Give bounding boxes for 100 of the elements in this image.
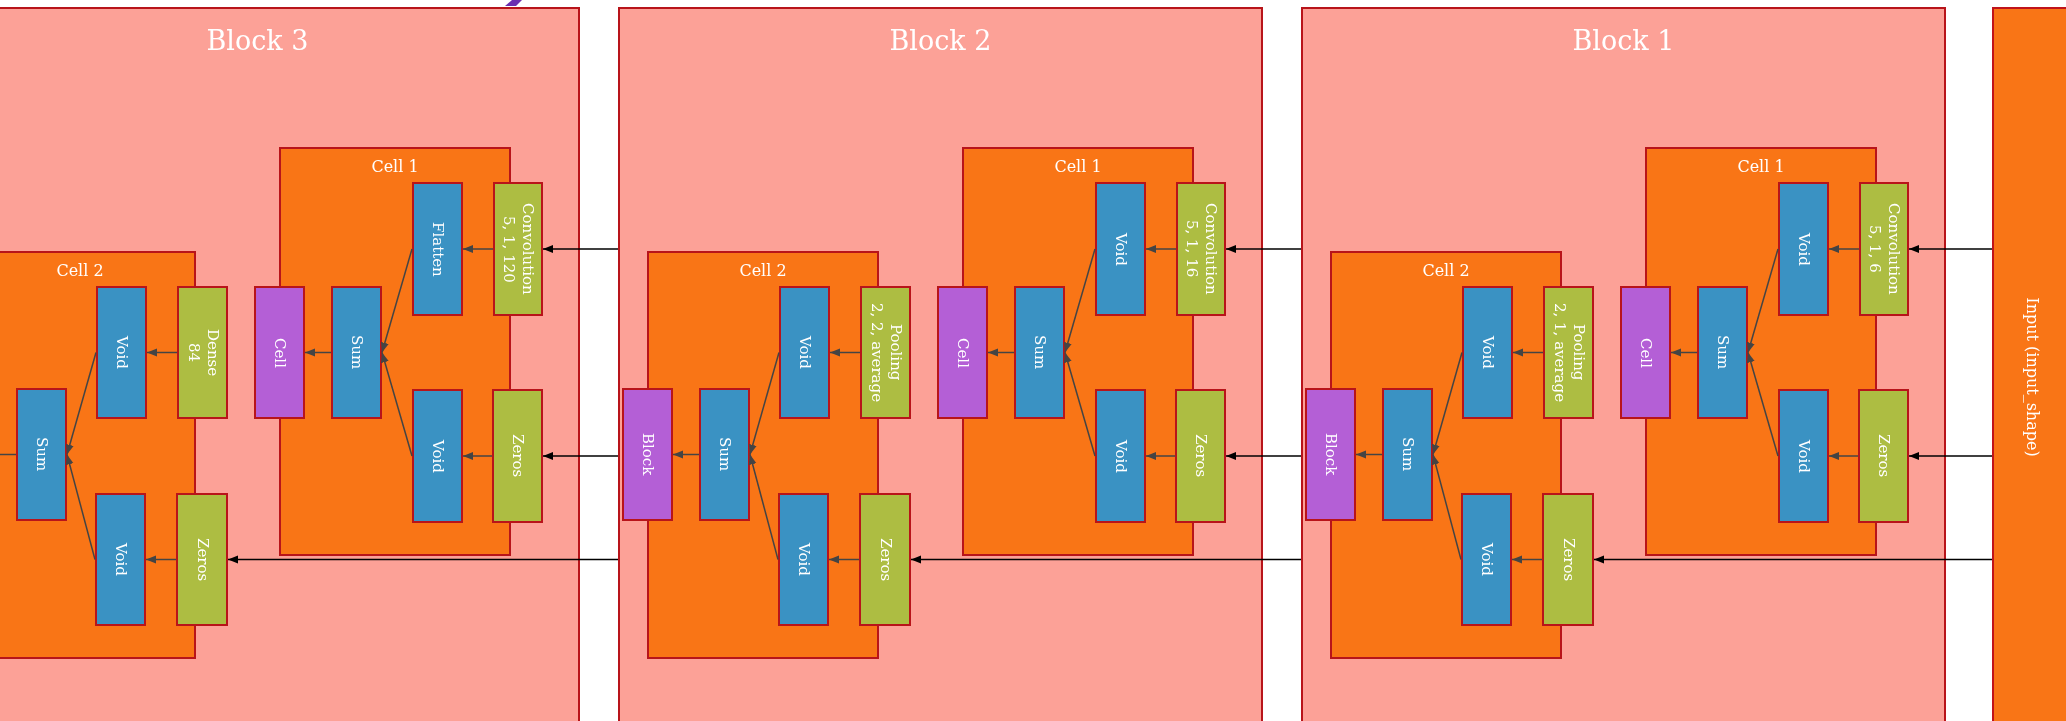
cell-title: Cell 1 [370,157,420,176]
arrow [1431,351,1463,456]
block-title: Block 3 [205,25,310,56]
arrow [987,348,1015,357]
cell-title: Cell 1 [1736,157,1786,176]
input-label: Input (input_shape) [2022,297,2042,457]
cell-title: Cell 1 [1053,157,1103,176]
layer-box [16,388,67,521]
layer-label: 5, 1, 120 [499,215,518,283]
arrow [829,348,861,357]
input-bar [1992,7,2066,721]
layer-label: 84 [183,342,203,363]
layer-box [1697,286,1748,419]
arrow [1593,555,1993,564]
layer-label: 2, 1, average [1549,302,1569,402]
layer-label: Void [1794,439,1813,473]
layer-box [1778,182,1829,316]
layer-label: Sum [715,437,734,472]
layer-box [254,286,305,419]
arrow [1225,245,1302,253]
layer-box [177,286,228,419]
arrow [748,351,780,456]
arrow [65,453,96,561]
layer-label: Zeros [508,434,527,478]
cell-title: Cell 2 [738,261,788,280]
layer-box [95,493,146,626]
layer-label: Void [1477,543,1496,576]
arrow [672,450,700,459]
block-title: Block 1 [1571,25,1676,56]
arrow [1828,452,1859,460]
arrow [1670,348,1698,357]
layer-box [492,389,543,523]
layer-box [699,388,750,521]
layer-box [96,286,147,419]
layer-box [412,182,463,316]
layer-box [859,493,911,626]
layer-box [1014,286,1065,419]
layer-label: Sum [32,437,51,472]
layer-label: Convolution [1884,203,1903,295]
arrow [462,245,494,253]
block-panel [618,7,1263,721]
arrow [828,555,860,564]
arrow [1828,245,1860,253]
arrow [1145,245,1177,253]
layer-box [1305,388,1356,521]
arrow [1355,450,1383,459]
layer-box [1543,286,1594,419]
layer-label: Cell [953,337,972,368]
arrow [910,555,1302,564]
layer-box [622,388,673,521]
layer-label: Zeros [1191,434,1210,478]
layer-box [1859,182,1909,316]
arrow [748,453,779,561]
layer-label: Zeros [192,537,212,582]
arrow [1908,452,1993,460]
arrow [380,248,413,354]
arrow [146,348,178,357]
layer-label: 2, 2, average [866,302,886,402]
block-panel [1301,7,1946,721]
layer-label: Zeros [1874,434,1893,478]
layer-box [1175,389,1226,523]
layer-box [1542,493,1594,626]
layer-box [1858,389,1909,523]
layer-label: Sum [1398,437,1417,472]
arrow [542,245,619,253]
layer-label: Void [428,439,447,473]
layer-box [1462,286,1513,419]
layer-box [412,389,463,523]
layer-label: Block [638,433,657,476]
layer-label: Sum [1713,335,1732,370]
arrow [65,351,97,456]
arrow [1063,351,1096,457]
layer-label: Zeros [1558,537,1578,582]
layer-label: Void [794,543,813,576]
layer-box [176,493,228,626]
layer-box [1095,182,1146,316]
layer-box [1382,388,1433,521]
arrow [1512,348,1544,357]
block-panel [0,7,580,721]
layer-label: Dense [202,328,222,377]
layer-label: Sum [347,335,366,370]
arrow [1908,245,1993,253]
arrow [227,555,619,564]
arrow [304,348,332,357]
layer-label: Block [1321,433,1340,476]
layer-box [1778,389,1829,523]
cell-title: Cell 2 [55,261,105,280]
arrow [1431,453,1462,561]
arrow [1063,248,1096,354]
arrow [145,555,177,564]
block-title: Block 2 [888,25,993,56]
layer-box [1095,389,1146,523]
layer-box [1461,493,1512,626]
layer-label: Void [1478,336,1497,369]
arrow [1746,351,1779,457]
layer-label: Void [795,336,814,369]
layer-label: 5, 1, 6 [1865,225,1884,273]
arrow [1225,452,1302,460]
layer-label: 5, 1, 16 [1182,220,1201,278]
arrow [380,351,413,457]
